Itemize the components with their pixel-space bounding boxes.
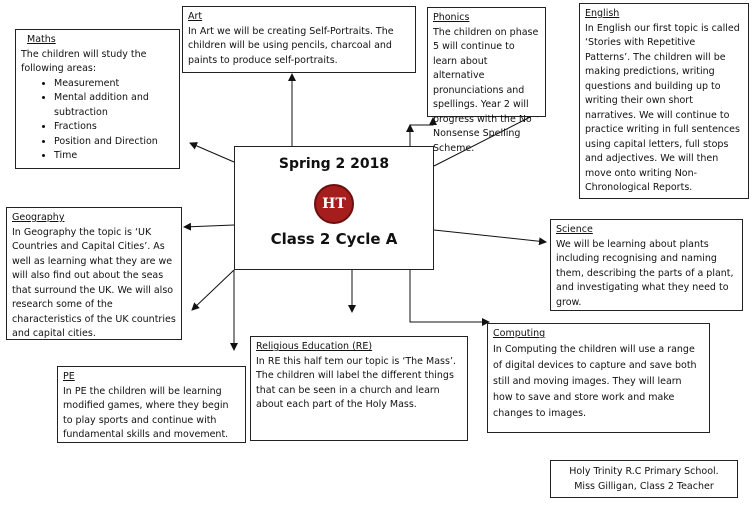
maths-box: Maths The children will study the follow… xyxy=(15,29,180,169)
art-body: In Art we will be creating Self-Portrait… xyxy=(188,25,394,66)
class-title: Class 2 Cycle A xyxy=(270,230,398,248)
geography-heading: Geography xyxy=(12,212,65,223)
school-logo: HT xyxy=(314,184,354,224)
art-heading: Art xyxy=(188,11,203,22)
arrow-english xyxy=(433,110,543,167)
central-topic: Spring 2 2018 HT Class 2 Cycle A xyxy=(234,146,434,270)
signature-box: Holy Trinity R.C Primary School. Miss Gi… xyxy=(550,460,738,498)
maths-item: Mental addition and subtraction xyxy=(54,91,174,120)
computing-box: Computing In Computing the children will… xyxy=(487,323,710,433)
computing-body: In Computing the children will use a ran… xyxy=(493,343,697,419)
science-body: We will be learning about plants includi… xyxy=(556,238,734,308)
arrow-phonics-bend xyxy=(409,117,437,146)
re-box: Religious Education (RE) In RE this half… xyxy=(250,336,468,441)
science-box: Science We will be learning about plants… xyxy=(550,219,743,311)
re-heading: Religious Education (RE) xyxy=(256,341,373,352)
maths-heading: Maths xyxy=(27,34,56,45)
geography-body: In Geography the topic is ‘UK Countries … xyxy=(12,226,176,340)
arrow-computing xyxy=(409,270,490,326)
geography-box: Geography In Geography the topic is ‘UK … xyxy=(6,207,182,340)
computing-heading: Computing xyxy=(493,328,546,339)
arrow-maths xyxy=(189,142,235,163)
english-heading: English xyxy=(585,8,620,19)
arrow-science xyxy=(433,229,547,246)
school-logo-initials: HT xyxy=(322,196,346,212)
pe-box: PE In PE the children will be learning m… xyxy=(57,366,246,443)
school-name: Holy Trinity R.C Primary School. xyxy=(569,466,719,477)
phonics-box: Phonics The children on phase 5 will con… xyxy=(427,7,546,154)
term-title: Spring 2 2018 xyxy=(278,156,390,172)
phonics-heading: Phonics xyxy=(433,12,470,23)
phonics-body: The children on phase 5 will continue to… xyxy=(433,26,539,154)
english-body: In English our first topic is called ‘St… xyxy=(585,22,740,194)
arrow-geography xyxy=(183,222,235,231)
maths-item: Measurement xyxy=(54,77,174,92)
teacher-name: Miss Gilligan, Class 2 Teacher xyxy=(574,481,714,492)
science-heading: Science xyxy=(556,224,593,235)
maths-intro: The children will study the following ar… xyxy=(21,48,147,75)
maths-list: Measurement Mental addition and subtract… xyxy=(21,77,174,164)
maths-item: Position and Direction xyxy=(54,135,174,150)
english-box: English In English our first topic is ca… xyxy=(579,3,749,199)
pe-body: In PE the children will be learning modi… xyxy=(63,385,229,441)
re-body: In RE this half tem our topic is ‘The Ma… xyxy=(256,355,456,411)
arrow-pe-diag xyxy=(191,269,235,311)
maths-item: Fractions xyxy=(54,120,174,135)
pe-heading: PE xyxy=(63,371,75,382)
art-box: Art In Art we will be creating Self-Port… xyxy=(182,6,416,73)
maths-item: Time xyxy=(54,149,174,164)
